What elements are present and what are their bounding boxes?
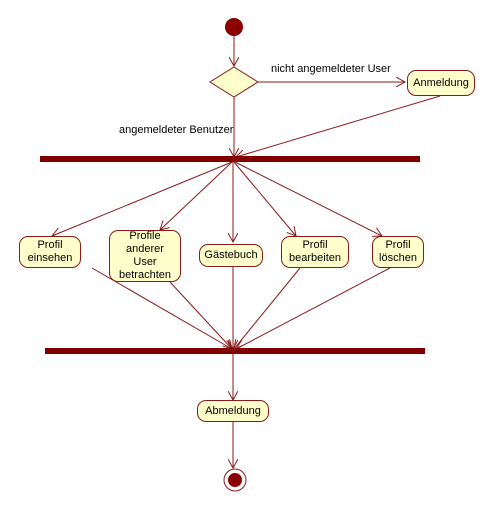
- activity-edit-profile-label: Profil bearbeiten: [289, 239, 341, 264]
- activity-edit-profile: Profil bearbeiten: [281, 236, 349, 268]
- edge-view-other-join: [169, 281, 232, 349]
- edge-fork-delete-profile: [234, 161, 382, 236]
- activity-login-label: Anmeldung: [413, 76, 469, 89]
- activity-guestbook: Gästebuch: [199, 244, 263, 267]
- edge-delete-profile-join: [236, 267, 391, 349]
- edge-fork-edit-profile: [233, 161, 296, 236]
- activity-delete-profile-label: Profil löschen: [379, 239, 417, 264]
- edge-fork-view-profile: [52, 161, 233, 236]
- activity-view-other-profiles-label: Profile anderer User betrachten: [119, 230, 171, 281]
- join-bar: [45, 348, 425, 354]
- activity-view-profile-label: Profil einsehen: [27, 239, 73, 264]
- edge-fork-view-other: [160, 161, 233, 230]
- activity-view-other-profiles: Profile anderer User betrachten: [109, 230, 181, 282]
- end-node-inner: [228, 473, 242, 487]
- activity-delete-profile: Profil löschen: [372, 236, 424, 268]
- edge-login-fork: [236, 95, 441, 157]
- activity-logout: Abmeldung: [197, 400, 269, 422]
- guard-logged-in-label: angemeldeter Benutzer: [119, 124, 234, 136]
- guard-not-logged-in-label: nicht angemeldeter User: [271, 63, 391, 75]
- fork-bar: [40, 156, 420, 162]
- start-node: [225, 18, 243, 36]
- activity-view-profile: Profil einsehen: [19, 236, 81, 268]
- decision-node: [209, 66, 259, 98]
- activity-logout-label: Abmeldung: [205, 404, 261, 417]
- activity-guestbook-label: Gästebuch: [204, 249, 258, 261]
- edge-edit-profile-join: [234, 267, 301, 349]
- activity-login: Anmeldung: [407, 70, 475, 96]
